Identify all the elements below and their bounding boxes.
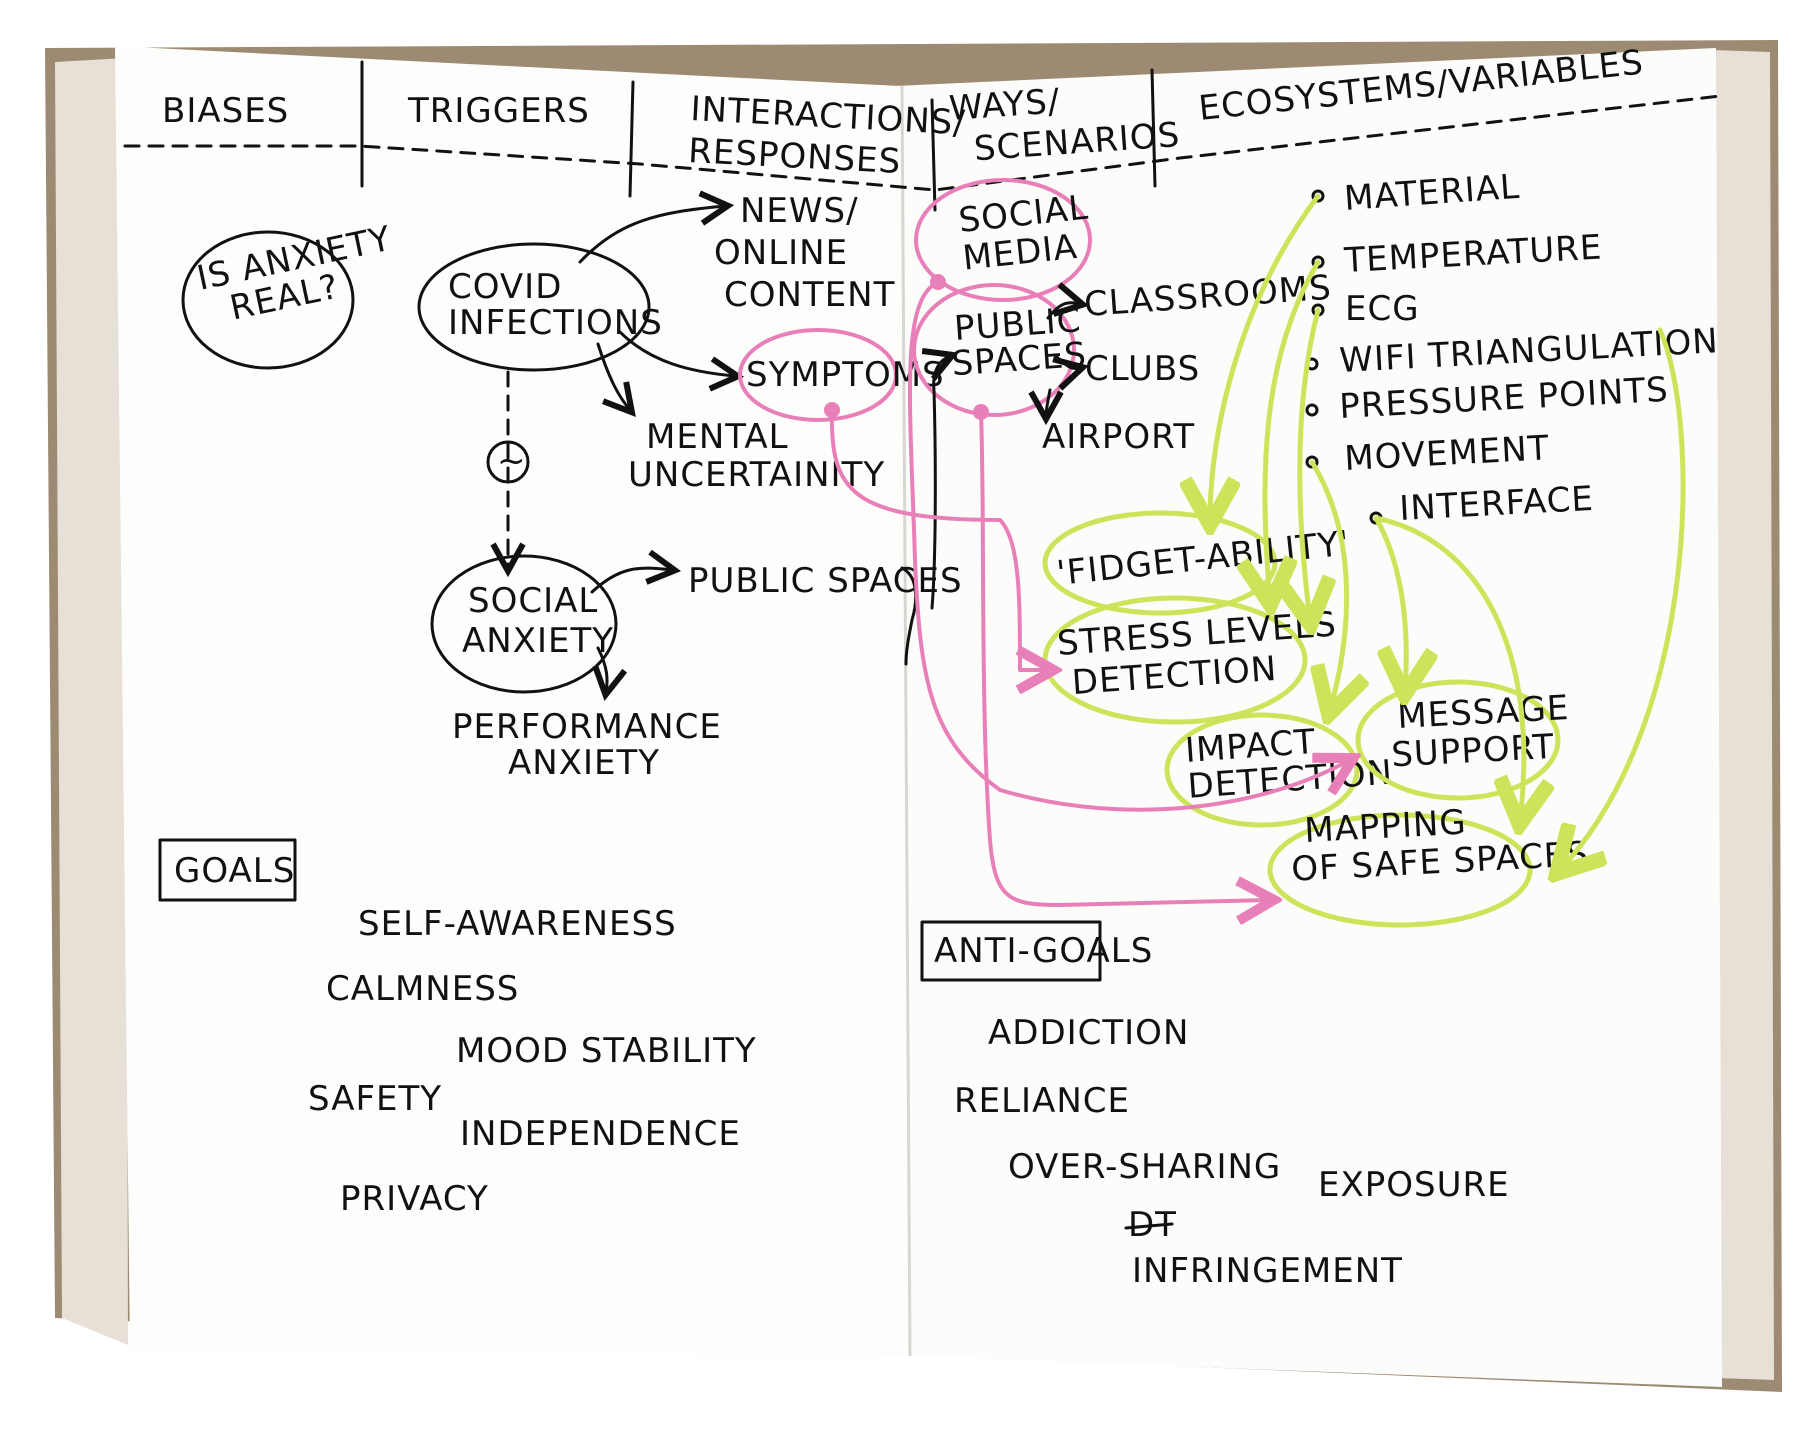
arrow [932,356,950,610]
anti-goal-item: OVER-SHARING [1008,1147,1281,1187]
pink-arrow [908,280,1350,812]
lime-arrow [1300,307,1318,620]
goal-item: CALMNESS [326,969,519,1009]
airport: AIRPORT [1042,417,1195,457]
pink-arrow [979,410,1270,905]
arrow [1056,354,1080,369]
goal-item: SAFETY [308,1079,442,1119]
bullet-icon [1305,455,1319,469]
arrow [1046,388,1050,416]
right-page [895,48,1722,1387]
strikethrough [1124,1222,1174,1230]
goals-group: GOALS SELF-AWARENESS CALMNESS MOOD STABI… [158,838,757,1219]
anti-goals-group: ANTI-GOALS ADDICTION RELIANCE OVER-SHARI… [920,920,1510,1291]
lime-arrow [1560,327,1686,870]
arrow [598,646,607,692]
anxiety-question-bubble [181,230,355,370]
lime-arrow [1373,515,1406,690]
social-media-bubble [914,178,1092,302]
anti-goal-item: RELIANCE [954,1081,1130,1121]
public-spaces-response: PUBLIC SPACES [688,561,963,601]
anti-goals-label: ANTI-GOALS [934,931,1153,971]
clubs: CLUBS [1085,349,1200,389]
arrow [578,206,725,264]
mental-uncertainty: MENTAL UNCERTAINITY [628,417,885,495]
public-spaces-bubble [912,283,1076,417]
anti-goal-item: EXPOSURE [1318,1165,1510,1205]
variable-item: ECG [1345,289,1420,329]
column-header-triggers: TRIGGERS [407,91,590,131]
lime-arrow [1309,459,1347,710]
arrow [1046,303,1080,320]
pink-connectors [824,274,1350,905]
book [45,40,1782,1392]
mapping-bubble [1267,812,1533,928]
lime-arrow [1265,259,1321,600]
anti-goal-item: DT INFRINGEMENT [1128,1205,1403,1291]
goal-item: MOOD STABILITY [456,1031,757,1071]
bullet-icon [1311,255,1325,269]
header-dashed-line [123,94,1722,192]
triggers-group: COVID INFECTIONS ~ SOCIAL ANXIETY MENTAL… [417,206,885,783]
message-bubble [1355,679,1561,801]
goals-label: GOALS [174,851,295,891]
social-anxiety: SOCIAL ANXIETY [462,581,614,661]
column-header-ways: WAYS/ SCENARIOS [948,73,1182,171]
left-page-edges [55,58,128,1345]
anti-goals-box [920,920,1102,982]
column-header-biases: BIASES [162,91,289,131]
anti-goal-item: ADDICTION [988,1013,1189,1053]
arrow [618,330,735,376]
brace [900,566,918,666]
page-gutter [900,85,912,1357]
right-page-edges [1712,50,1774,1380]
column-divider [930,98,937,212]
arrow [590,568,672,594]
news-online-content: NEWS/ ONLINE CONTENT [714,191,895,315]
public-spaces-scenario: PUBLIC SPACES [948,299,1097,384]
performance-anxiety: PERFORMANCE ANXIETY [452,707,734,783]
goals-box [158,838,297,902]
goal-item: INDEPENDENCE [460,1114,741,1154]
goal-item: SELF-AWARENESS [358,904,677,944]
symptoms-bubble [738,328,898,422]
goal-item: PRIVACY [340,1179,489,1219]
column-divider [628,80,635,198]
pink-arrow [829,408,1050,670]
arrow [596,342,630,410]
approx-circle [486,440,530,484]
approx-symbol: ~ [497,441,527,481]
lime-arrow [1373,515,1524,820]
bullet-icon [1305,403,1319,417]
covid-infections-bubble [417,242,651,372]
variables-group: MATERIAL TEMPERATURE ECG WIFI TRIANGULAT… [1305,167,1720,529]
lime-arrow [1210,193,1321,520]
column-divider [1150,68,1157,188]
bullet-icon [1311,189,1325,203]
social-anxiety-bubble [430,554,618,694]
